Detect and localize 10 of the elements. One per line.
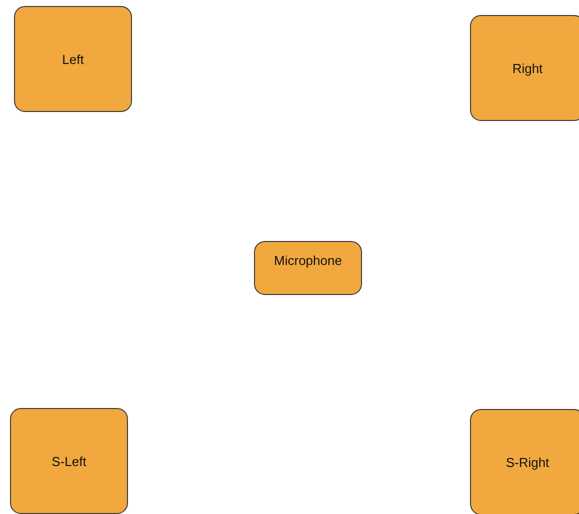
node-label: S-Left — [52, 454, 86, 468]
speaker-box — [254, 241, 362, 295]
node-label: S-Right — [506, 454, 550, 470]
speaker-box — [10, 408, 128, 514]
speaker-box — [14, 6, 132, 112]
node-label: Left — [62, 52, 84, 66]
speaker-box — [470, 409, 579, 514]
node-label: Right — [512, 60, 543, 76]
node-label: Microphone — [274, 253, 342, 268]
speaker-box — [470, 15, 579, 121]
